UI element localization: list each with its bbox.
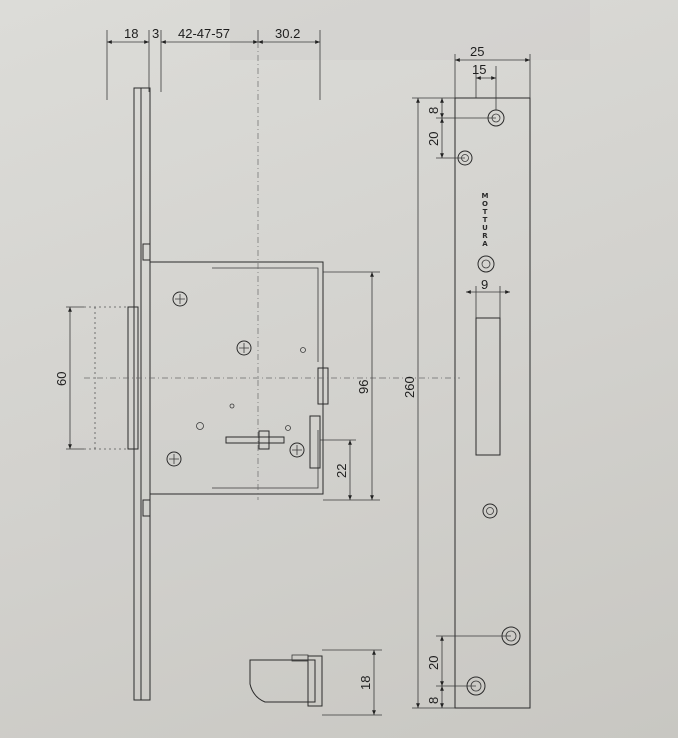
svg-text:M: M (482, 192, 489, 200)
dim-260: 260 (402, 376, 417, 398)
svg-text:T: T (483, 208, 488, 216)
screw-bottom-right (289, 442, 305, 458)
strike-height-dimension: 18 (322, 649, 382, 716)
strike-hole-4 (482, 503, 498, 519)
screw-bottom-left (166, 451, 182, 467)
dim-96: 96 (356, 380, 371, 394)
dim-30-2: 30.2 (275, 26, 300, 41)
dim-8-bottom: 8 (426, 697, 441, 704)
strike-height-dimensions: 260 8 20 20 8 (402, 97, 511, 709)
svg-text:R: R (482, 232, 488, 240)
svg-text:A: A (482, 240, 488, 248)
dim-20-bottom: 20 (426, 656, 441, 670)
strike-latch-view (249, 654, 323, 707)
dim-25: 25 (470, 44, 484, 59)
dim-3-top: 3 (152, 26, 159, 41)
svg-text:U: U (482, 224, 488, 232)
dim-backset: 42-47-57 (178, 26, 230, 41)
dim-20-top: 20 (426, 132, 441, 146)
dim-8-top: 8 (426, 107, 441, 114)
strike-hole-3 (477, 255, 495, 273)
dim-9: 9 (481, 277, 488, 292)
strike-width-dimensions: 25 15 9 (454, 44, 531, 318)
svg-text:O: O (482, 200, 488, 208)
key-spindle (225, 430, 285, 450)
brand-mottura: M O T T U R A (482, 192, 489, 248)
dim-15: 15 (472, 62, 486, 77)
svg-text:T: T (483, 216, 488, 224)
screw-top (172, 291, 188, 307)
case-dimensions: 96 22 (320, 271, 380, 501)
dim-18-top: 18 (124, 26, 138, 41)
lock-case (84, 42, 380, 500)
background-shadows (60, 0, 590, 580)
dim-22: 22 (334, 464, 349, 478)
top-dimensions: 18 3 42-47-57 30.2 (106, 26, 321, 100)
strike-slot (475, 317, 501, 456)
faceplate (133, 87, 151, 701)
screw-middle (236, 340, 252, 356)
dim-60: 60 (54, 372, 69, 386)
dim-18-strike: 18 (358, 676, 373, 690)
latch-dimension: 60 (54, 306, 84, 450)
strike-plate: M O T T U R A (380, 97, 531, 709)
